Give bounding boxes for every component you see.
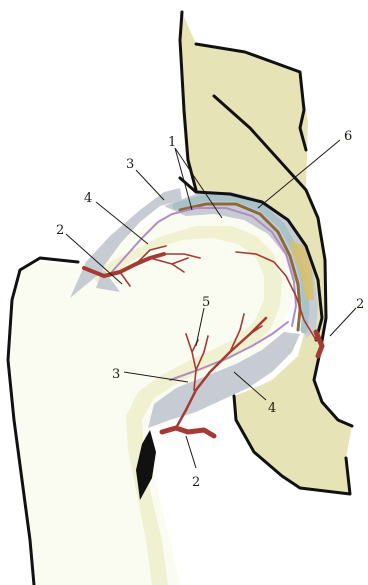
- label-5: 5: [202, 295, 210, 310]
- label-6: 6: [344, 129, 352, 144]
- leader-2-bottom: [186, 436, 196, 468]
- label-4-upper: 4: [84, 191, 92, 206]
- label-4-lower: 4: [268, 401, 276, 416]
- label-2-bottom: 2: [192, 475, 200, 490]
- leader-3-upper: [136, 170, 164, 200]
- vessel-lower-main: [162, 428, 214, 436]
- leader-2-right: [330, 308, 356, 336]
- label-1: 1: [168, 135, 176, 150]
- label-3-lower: 3: [112, 367, 120, 382]
- label-3-upper: 3: [126, 157, 134, 172]
- label-2-right: 2: [356, 297, 364, 312]
- label-2-left: 2: [56, 223, 64, 238]
